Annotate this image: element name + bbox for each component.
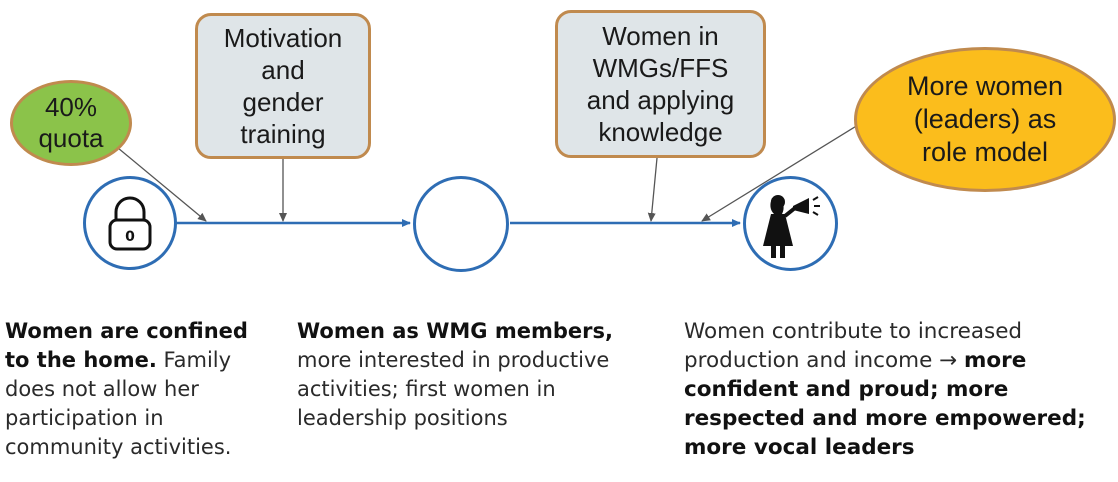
wmg-box: Women in WMGs/FFS and applying knowledge <box>555 10 766 158</box>
quota-oval: 40% quota <box>10 80 132 166</box>
role-model-influence-arrow <box>701 124 859 222</box>
stage-3-circle <box>743 176 838 271</box>
stage-1-bold: Women are confined to the home. <box>5 319 248 372</box>
stage-1-description: Women are confined to the home. Family d… <box>5 317 267 462</box>
woman-megaphone-icon <box>763 195 820 258</box>
stage-2-text: more interested in productive activities… <box>297 348 610 430</box>
stage-2-bold: Women as WMG members, <box>297 319 613 343</box>
quota-influence-arrow <box>117 147 207 222</box>
stage-3-description: Women contribute to increased production… <box>684 317 1114 462</box>
role-model-oval: More women (leaders) as role model <box>854 47 1116 192</box>
stage-3-bold: more confident and proud; more respected… <box>684 348 1086 460</box>
stage-2-circle <box>413 176 509 272</box>
stage-1-circle: 0 <box>83 176 177 270</box>
lock-icon: 0 <box>108 196 152 251</box>
lock-digit: 0 <box>125 229 135 245</box>
stage-1-text: Family does not allow her participation … <box>5 348 232 459</box>
wmg-influence-arrow <box>647 157 658 222</box>
stage-2-description: Women as WMG members, more interested in… <box>297 317 627 433</box>
training-box: Motivation and gender training <box>195 13 371 159</box>
stage-3-text: Women contribute to increased production… <box>684 319 1023 373</box>
